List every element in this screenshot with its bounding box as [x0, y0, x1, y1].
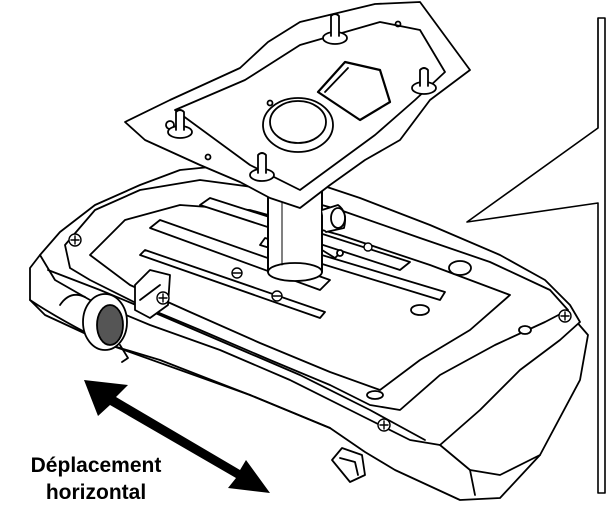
screw-icon [68, 233, 572, 432]
caption-line-2: horizontal [45, 481, 147, 504]
bracket-studs [167, 13, 437, 182]
caption-line-1: Déplacement [30, 454, 162, 477]
double-arrow-icon [84, 380, 270, 493]
callout-box [466, 17, 606, 494]
mounting-bracket [124, 1, 471, 209]
movement-caption: Déplacement horizontal [0, 452, 192, 506]
